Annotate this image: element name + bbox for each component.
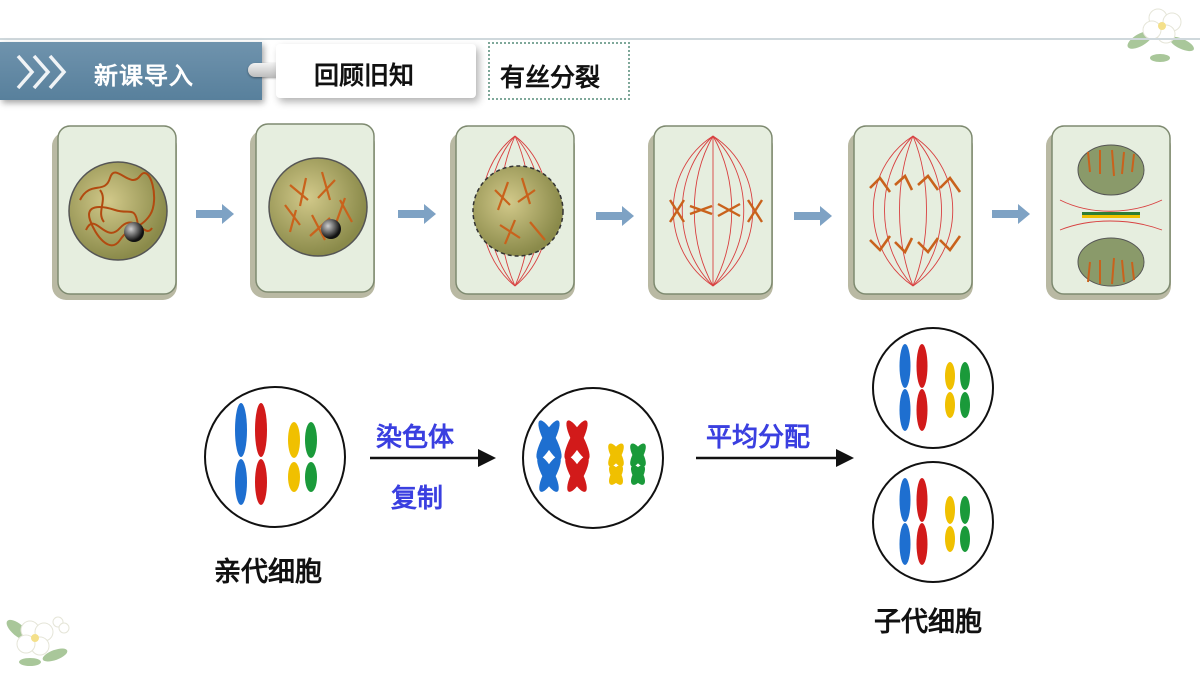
stage-prometaphase — [450, 125, 575, 300]
stage-interphase — [52, 125, 177, 300]
flower-decoration-bottom-left — [6, 616, 70, 666]
review-tab-label: 回顾旧知 — [314, 61, 415, 90]
stage-metaphase — [648, 125, 773, 300]
arrow-right-icon — [196, 204, 234, 224]
daughter-cell-bottom — [872, 461, 994, 583]
arrow-right-icon — [794, 206, 832, 226]
step-label-replication: 复制 — [391, 484, 444, 514]
section-banner: 新课导入 — [0, 42, 262, 100]
topic-label: 有丝分裂 — [500, 63, 601, 92]
chevron-right-icon — [16, 54, 67, 90]
review-tab[interactable]: 回顾旧知 — [276, 44, 476, 98]
step-label-distribution: 平均分配 — [706, 423, 811, 453]
parent-cell-label: 亲代细胞 — [214, 557, 322, 588]
step-label-chromosome: 染色体 — [376, 423, 455, 453]
replicated-cell — [522, 387, 664, 529]
stage-telophase — [1046, 125, 1171, 300]
arrow-right-icon — [992, 204, 1030, 224]
top-divider — [0, 38, 1200, 40]
daughter-cell-label: 子代细胞 — [874, 607, 982, 638]
topic-box: 有丝分裂 — [488, 42, 630, 100]
banner-connector — [248, 63, 284, 77]
stage-anaphase — [848, 125, 973, 300]
arrow-right-icon — [696, 449, 854, 467]
daughter-cell-top — [872, 327, 994, 449]
arrow-right-icon — [370, 449, 496, 467]
stage-prophase — [250, 123, 375, 298]
arrow-right-icon — [398, 204, 436, 224]
arrow-right-icon — [596, 206, 634, 226]
section-title: 新课导入 — [94, 62, 194, 90]
parent-cell — [204, 386, 346, 528]
